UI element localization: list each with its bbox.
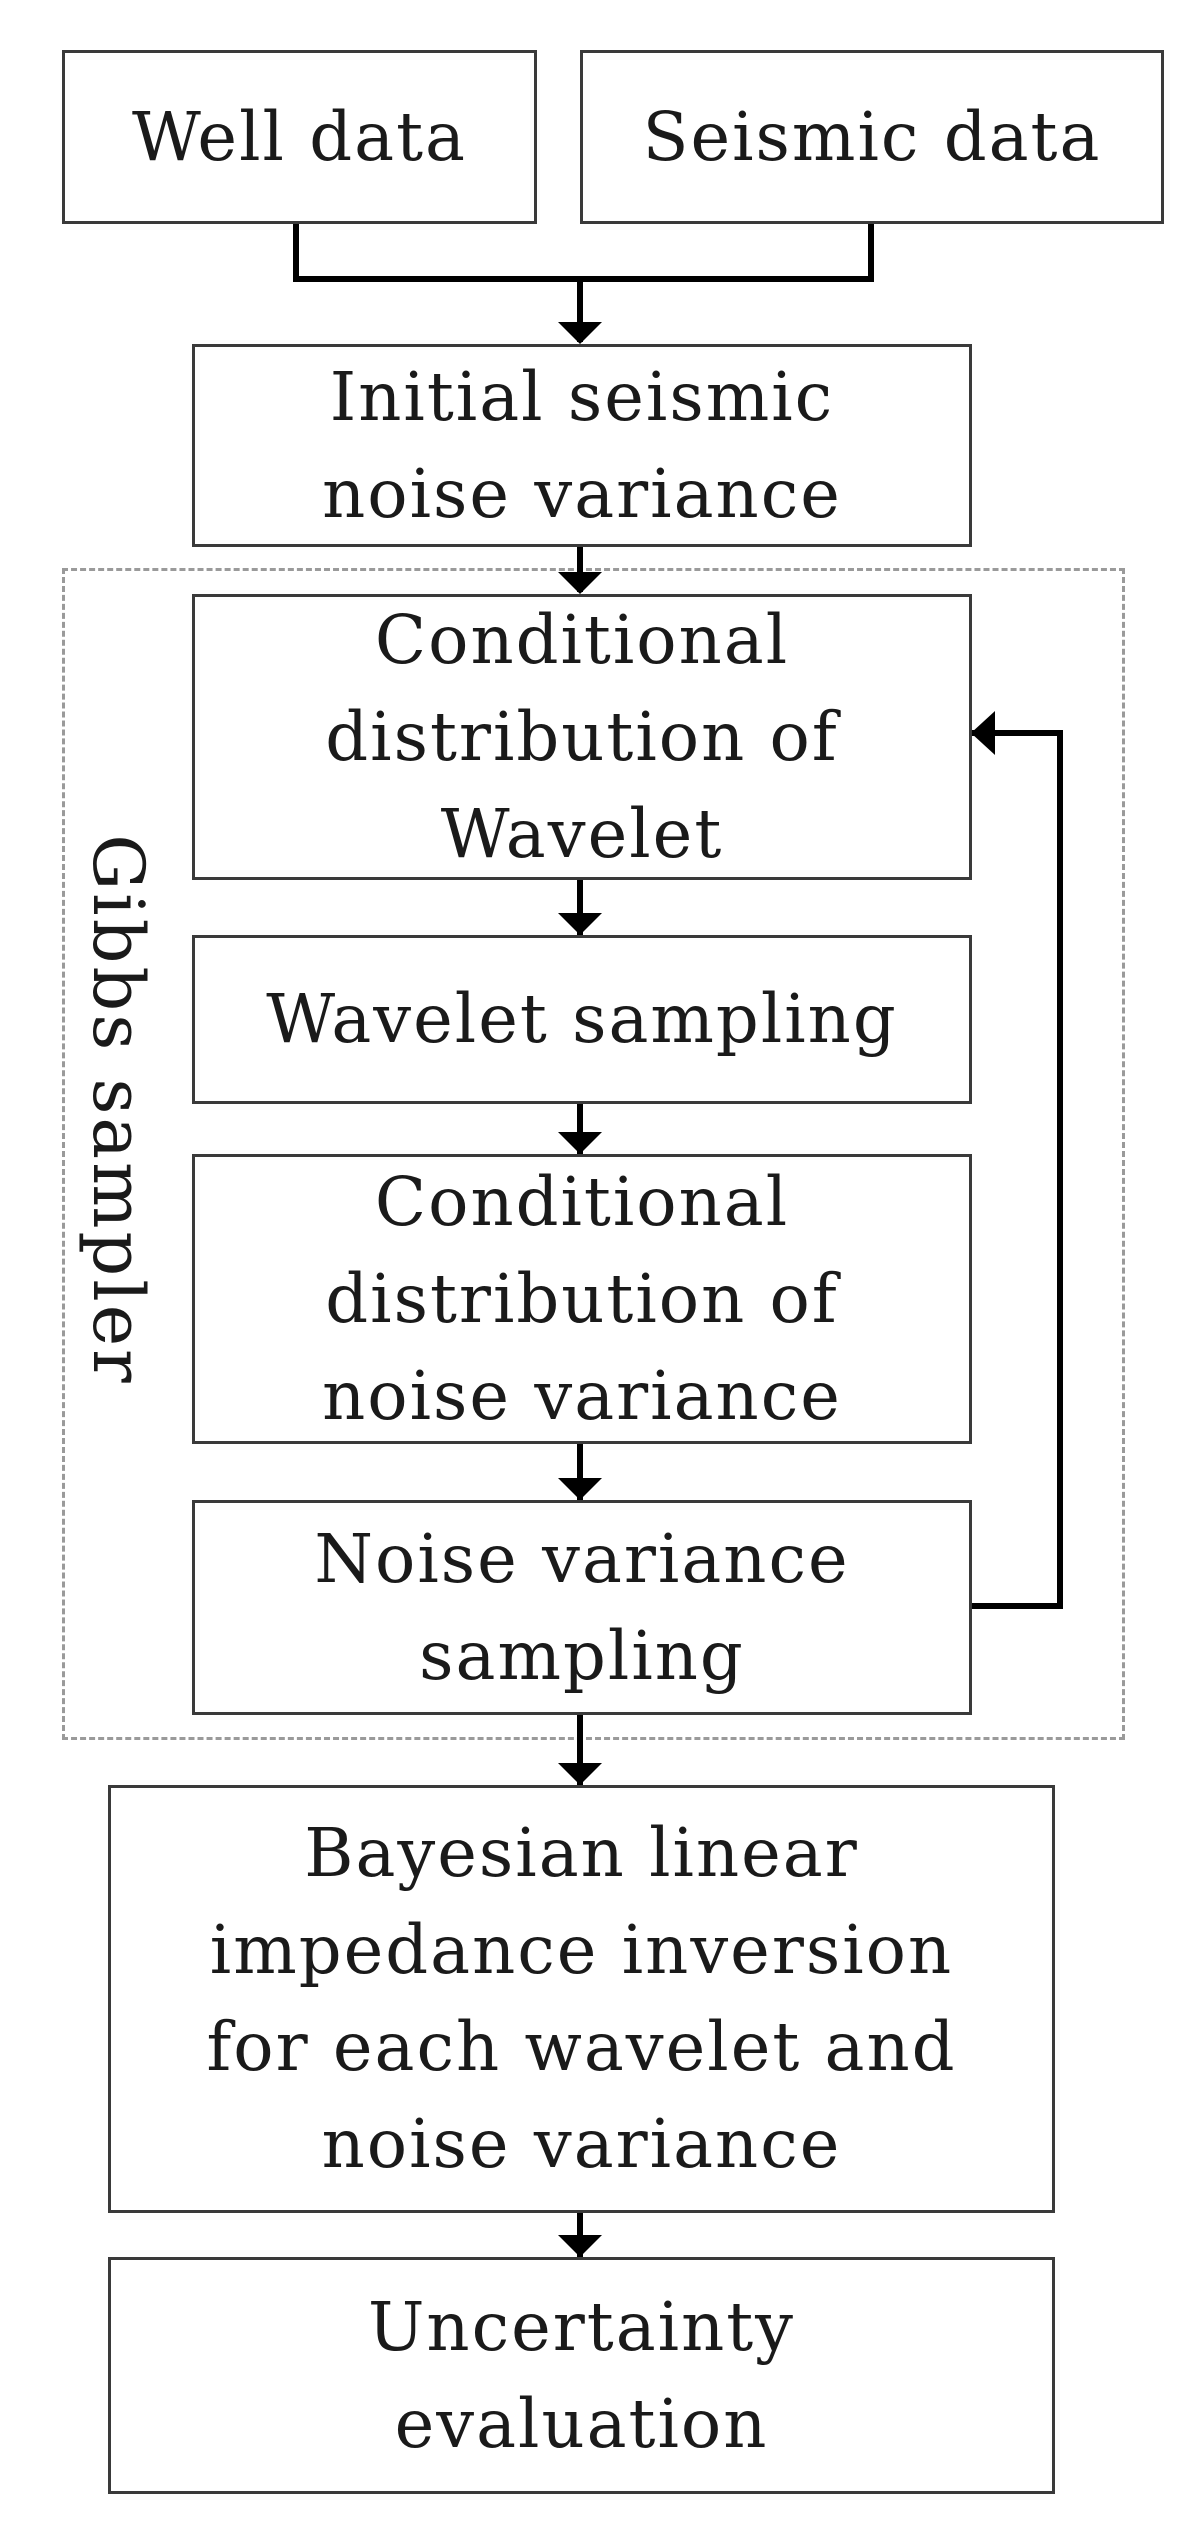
seismic-data-label: Seismic data	[642, 97, 1102, 176]
cond-noise-box: Conditional distribution of noise varian…	[192, 1154, 972, 1444]
arrowhead	[558, 572, 602, 594]
bayesian-inversion-label: Bayesian linear impedance inversion for …	[206, 1814, 957, 2183]
noise-sampling-label: Noise variance sampling	[314, 1519, 850, 1695]
wavelet-sampling-box: Wavelet sampling	[192, 935, 972, 1104]
noise-sampling-box: Noise variance sampling	[192, 1500, 972, 1715]
arrowhead	[558, 1763, 602, 1785]
initial-noise-box: Initial seismic noise variance	[192, 344, 972, 547]
arrowhead	[558, 2235, 602, 2257]
cond-wavelet-label: Conditional distribution of Wavelet	[325, 600, 839, 873]
uncertainty-label: Uncertainty evaluation	[367, 2287, 796, 2463]
feedback-loop-connector	[970, 730, 1063, 1609]
wavelet-sampling-label: Wavelet sampling	[266, 980, 898, 1058]
arrowhead	[971, 711, 995, 755]
gibbs-sampler-group	[62, 568, 1125, 1740]
arrowhead	[558, 1478, 602, 1500]
seismic-data-box: Seismic data	[580, 50, 1164, 224]
well-data-connector	[293, 222, 580, 282]
arrowhead	[558, 1132, 602, 1154]
seismic-data-connector	[580, 222, 874, 282]
arrowhead	[558, 322, 602, 344]
uncertainty-box: Uncertainty evaluation	[108, 2257, 1055, 2494]
well-data-label: Well data	[132, 97, 467, 176]
cond-noise-label: Conditional distribution of noise varian…	[322, 1162, 842, 1435]
well-data-box: Well data	[62, 50, 537, 224]
initial-noise-label: Initial seismic noise variance	[322, 357, 842, 533]
cond-wavelet-box: Conditional distribution of Wavelet	[192, 594, 972, 880]
bayesian-inversion-box: Bayesian linear impedance inversion for …	[108, 1785, 1055, 2213]
arrowhead	[558, 913, 602, 935]
